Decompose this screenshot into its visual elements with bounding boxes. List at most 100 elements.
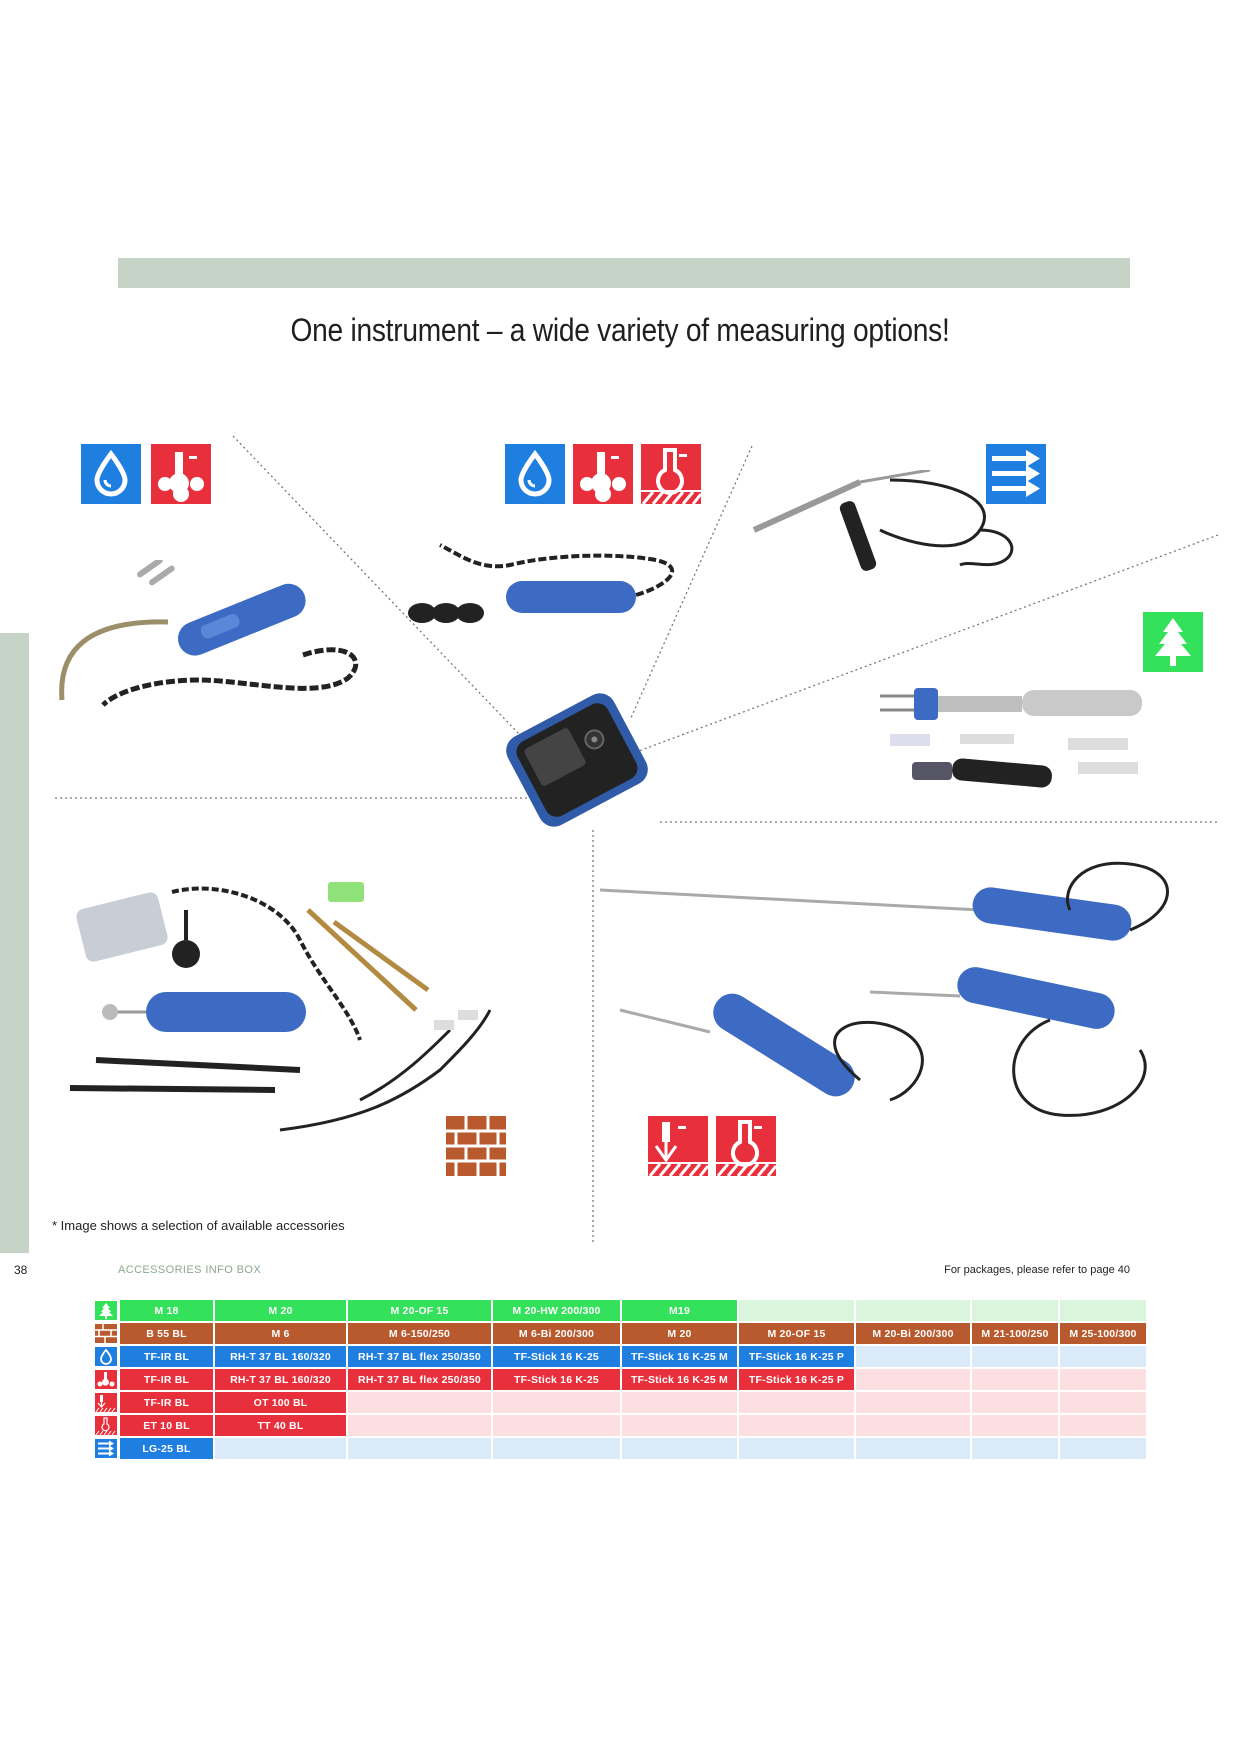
humidity-probe-photo [408, 543, 675, 623]
building-moisture-accessories-photo [69, 882, 492, 1132]
empty-cell [856, 1300, 972, 1323]
accessory-cell: B 55 BL [120, 1323, 215, 1346]
surface-temperature-icon [641, 444, 701, 504]
accessory-cell: M 25-100/300 [1060, 1323, 1148, 1346]
flex-humidity-probe-photo [59, 560, 359, 707]
accessory-cell: TT 40 BL [215, 1415, 348, 1438]
accessory-cell: TF-IR BL [120, 1369, 215, 1392]
accessory-cell: RH-T 37 BL flex 250/350 [348, 1346, 493, 1369]
accessory-cell: TF-Stick 16 K-25 M [622, 1346, 739, 1369]
empty-cell [348, 1392, 493, 1415]
air-temperature-icon [94, 1369, 120, 1392]
empty-cell [1060, 1369, 1148, 1392]
accessory-cell: M 20-Bi 200/300 [856, 1323, 972, 1346]
empty-cell [739, 1392, 856, 1415]
accessory-cell: M19 [622, 1300, 739, 1323]
accessory-cell: TF-Stick 16 K-25 [493, 1346, 622, 1369]
brick-icon [94, 1323, 120, 1346]
empty-cell [972, 1369, 1060, 1392]
empty-cell [739, 1415, 856, 1438]
empty-cell [1060, 1415, 1148, 1438]
empty-cell [856, 1438, 972, 1461]
empty-cell [622, 1438, 739, 1461]
accessory-cell: M 20-OF 15 [348, 1300, 493, 1323]
empty-cell [1060, 1300, 1148, 1323]
accessory-cell: RH-T 37 BL 160/320 [215, 1346, 348, 1369]
empty-cell [972, 1415, 1060, 1438]
empty-cell [493, 1415, 622, 1438]
empty-cell [856, 1415, 972, 1438]
temperature-probes-photo [600, 861, 1169, 1117]
empty-cell [739, 1438, 856, 1461]
surface-temperature-icon [94, 1415, 120, 1438]
water-drop-icon [94, 1346, 120, 1369]
accessory-cell: M 20-HW 200/300 [493, 1300, 622, 1323]
air-temperature-icon [151, 444, 211, 504]
empty-cell [972, 1300, 1060, 1323]
accessory-cell: M 6 [215, 1323, 348, 1346]
empty-cell [739, 1300, 856, 1323]
accessory-cell: TF-Stick 16 K-25 P [739, 1369, 856, 1392]
empty-cell [856, 1346, 972, 1369]
water-drop-icon [505, 444, 565, 504]
air-flow-probe-photo [752, 470, 1014, 571]
accessory-cell: TF-IR BL [120, 1392, 215, 1415]
empty-cell [493, 1438, 622, 1461]
empty-cell [622, 1392, 739, 1415]
accessory-cell: TF-Stick 16 K-25 M [622, 1369, 739, 1392]
empty-cell [348, 1438, 493, 1461]
measuring-instrument-photo [506, 693, 648, 827]
empty-cell [856, 1392, 972, 1415]
footnote: * Image shows a selection of available a… [52, 1218, 345, 1233]
empty-cell [972, 1438, 1060, 1461]
accessory-cell: M 20 [215, 1300, 348, 1323]
accessory-cell: M 6-Bi 200/300 [493, 1323, 622, 1346]
air-flow-icon [94, 1438, 120, 1461]
accessory-cell: M 21-100/250 [972, 1323, 1060, 1346]
infrared-temperature-icon [94, 1392, 120, 1415]
accessory-cell: M 20 [622, 1323, 739, 1346]
page-title: One instrument – a wide variety of measu… [290, 312, 950, 348]
accessory-cell: LG-25 BL [120, 1438, 215, 1461]
accessory-cell: TF-IR BL [120, 1346, 215, 1369]
accessory-cell: RH-T 37 BL flex 250/350 [348, 1369, 493, 1392]
air-temperature-icon [573, 444, 633, 504]
accessory-cell: TF-Stick 16 K-25 P [739, 1346, 856, 1369]
surface-temperature-icon [716, 1116, 776, 1176]
accessory-cell: M 18 [120, 1300, 215, 1323]
tree-icon [94, 1300, 120, 1323]
header-band [118, 258, 1130, 288]
empty-cell [493, 1392, 622, 1415]
empty-cell [622, 1415, 739, 1438]
empty-cell [1060, 1438, 1148, 1461]
empty-cell [1060, 1392, 1148, 1415]
empty-cell [972, 1392, 1060, 1415]
tree-icon [1143, 612, 1203, 672]
infrared-temperature-icon [648, 1116, 708, 1176]
empty-cell [972, 1346, 1060, 1369]
accessory-cell: OT 100 BL [215, 1392, 348, 1415]
water-drop-icon [81, 444, 141, 504]
page-number: 38 [14, 1263, 28, 1277]
empty-cell [215, 1438, 348, 1461]
empty-cell [348, 1415, 493, 1438]
air-flow-icon [986, 444, 1046, 504]
info-box-label: ACCESSORIES INFO BOX [118, 1264, 262, 1276]
wood-moisture-electrode-photo [880, 688, 1142, 788]
accessory-cell: M 20-OF 15 [739, 1323, 856, 1346]
empty-cell [856, 1369, 972, 1392]
brick-icon [446, 1116, 506, 1176]
accessory-cell: RH-T 37 BL 160/320 [215, 1369, 348, 1392]
side-band [0, 633, 29, 1253]
accessory-cell: TF-Stick 16 K-25 [493, 1369, 622, 1392]
packages-note: For packages, please refer to page 40 [944, 1264, 1130, 1276]
accessory-cell: M 6-150/250 [348, 1323, 493, 1346]
